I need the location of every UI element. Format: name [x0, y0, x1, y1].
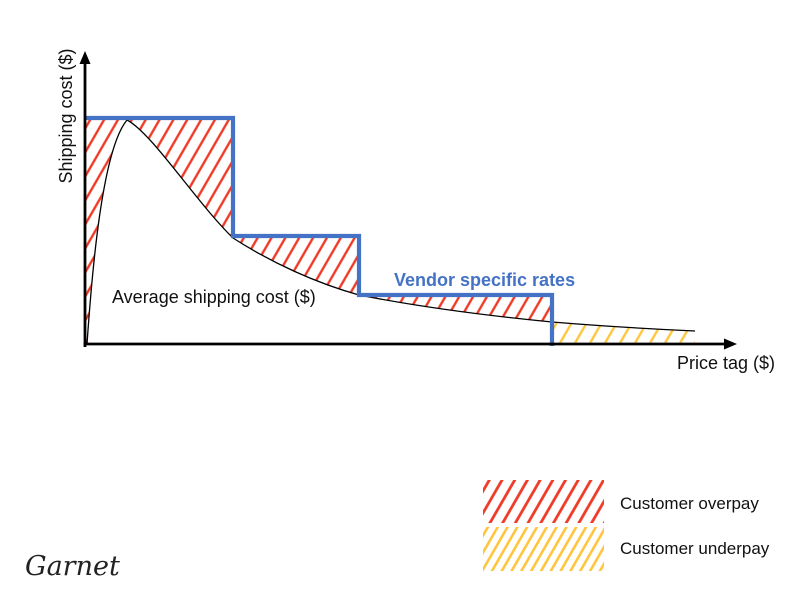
vendor-rates-step [85, 115, 555, 346]
signature: Garnet [25, 551, 120, 582]
y-axis-label: Shipping cost ($) [56, 48, 76, 184]
red-hatch-swatch-icon [483, 480, 604, 523]
legend-label-overpay: Customer overpay [620, 494, 759, 513]
yellow-hatch-swatch-icon [483, 527, 604, 571]
y-axis-arrowhead [79, 51, 91, 64]
x-axis-arrowhead [724, 338, 737, 350]
legend-swatch-underpay [483, 527, 604, 571]
step-series-label: Vendor specific rates [394, 270, 576, 290]
curve-label: Average shipping cost ($) [112, 287, 316, 307]
underpay-region [552, 322, 695, 343]
legend-label-underpay: Customer underpay [620, 539, 770, 558]
average-cost-curve [86, 119, 696, 345]
x-axis-label: Price tag ($) [677, 353, 776, 373]
legend-swatch-overpay [483, 480, 604, 523]
overpay-region [85, 118, 552, 344]
